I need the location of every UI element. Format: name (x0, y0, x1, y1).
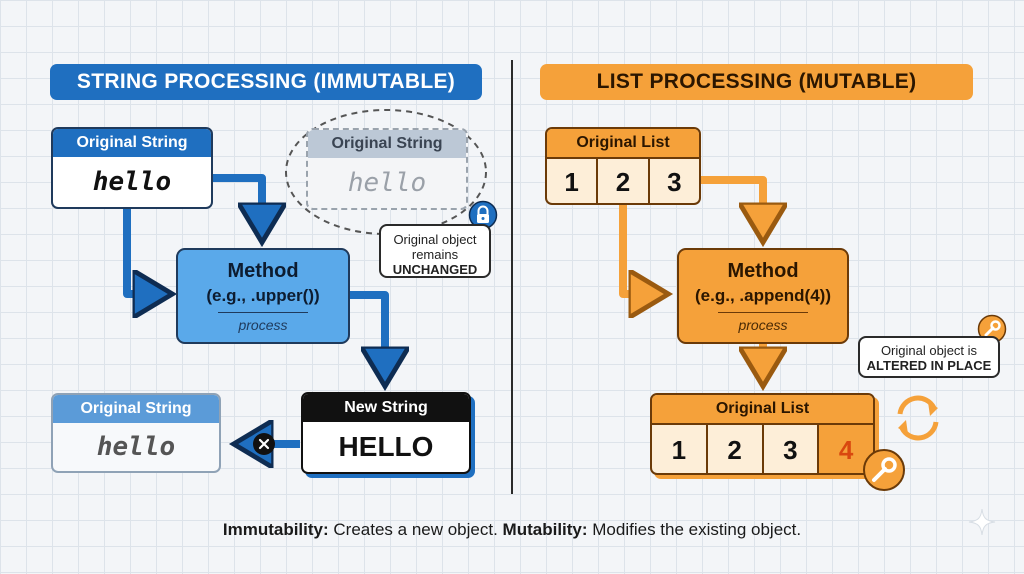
string-method-box: Method (e.g., .upper()) process (176, 248, 350, 344)
ghost-original-string-box: Original String hello (306, 128, 468, 210)
list-cell: 2 (708, 425, 764, 473)
list-method-rule (718, 311, 808, 313)
result-original-string-value: hello (96, 432, 176, 462)
altered-callout: Original object is ALTERED IN PLACE (858, 336, 1000, 378)
list-method-box: Method (e.g., .append(4)) process (677, 248, 849, 344)
list-cell: 1 (547, 159, 599, 203)
string-method-rule (218, 311, 308, 313)
result-list-label: Original List (652, 395, 873, 425)
list-flow-arrows (619, 176, 763, 380)
string-processing-banner: STRING PROCESSING (IMMUTABLE) (50, 64, 482, 100)
list-cell: 2 (598, 159, 650, 203)
arrow-list-to-method-top (700, 176, 763, 236)
list-cell: 3 (764, 425, 820, 473)
result-original-string-label: Original String (53, 395, 219, 423)
cycle-icon (888, 392, 948, 444)
arrow-list-to-method-left (619, 205, 662, 294)
list-method-process: process (738, 316, 788, 333)
unchanged-callout: Original object remains UNCHANGED (379, 224, 491, 278)
list-cell: 1 (652, 425, 708, 473)
footer-mutability-text: Modifies the existing object. (587, 520, 802, 539)
footer-mutability-label: Mutability: (502, 520, 588, 539)
arrow-original-to-method-top (212, 174, 262, 236)
lock-icon (468, 200, 498, 230)
original-string-value: hello (92, 167, 172, 197)
result-original-string-box: Original String hello (51, 393, 221, 473)
wrench-icon (977, 314, 1007, 344)
original-string-box: Original String hello (51, 127, 213, 209)
list-method-call: (e.g., .append(4)) (695, 285, 831, 305)
altered-callout-line1: Original object is (880, 343, 978, 358)
original-string-label: Original String (53, 129, 211, 157)
unchanged-callout-line3: UNCHANGED (392, 262, 478, 277)
footer-immutability-label: Immutability: (222, 520, 329, 539)
ghost-string-value: hello (347, 168, 427, 198)
wrench-badge-icon (862, 448, 906, 492)
original-list-label: Original List (547, 129, 699, 159)
close-icon (252, 432, 276, 456)
ghost-string-label: Original String (308, 130, 466, 158)
list-processing-banner: LIST PROCESSING (MUTABLE) (540, 64, 973, 100)
unchanged-callout-line2: remains (411, 247, 459, 262)
new-string-label: New String (303, 394, 469, 422)
arrow-original-to-method-left (123, 209, 166, 294)
altered-callout-line2: ALTERED IN PLACE (866, 358, 992, 373)
footer-immutability-text: Creates a new object. (328, 520, 503, 539)
list-method-title: Method (727, 259, 799, 282)
new-string-value: HELLO (338, 431, 434, 462)
ghost-outline (285, 109, 487, 235)
sparkle-icon (968, 508, 996, 536)
unchanged-callout-line1: Original object (393, 232, 477, 247)
footer-summary: Immutability: Creates a new object. Muta… (0, 520, 1024, 540)
arrow-method-to-new-string (350, 291, 385, 380)
string-method-call: (e.g., .upper()) (206, 285, 320, 305)
new-string-box: New String HELLO (301, 392, 471, 474)
string-method-title: Method (227, 259, 299, 282)
list-cell: 3 (667, 166, 682, 197)
string-method-process: process (238, 316, 288, 333)
